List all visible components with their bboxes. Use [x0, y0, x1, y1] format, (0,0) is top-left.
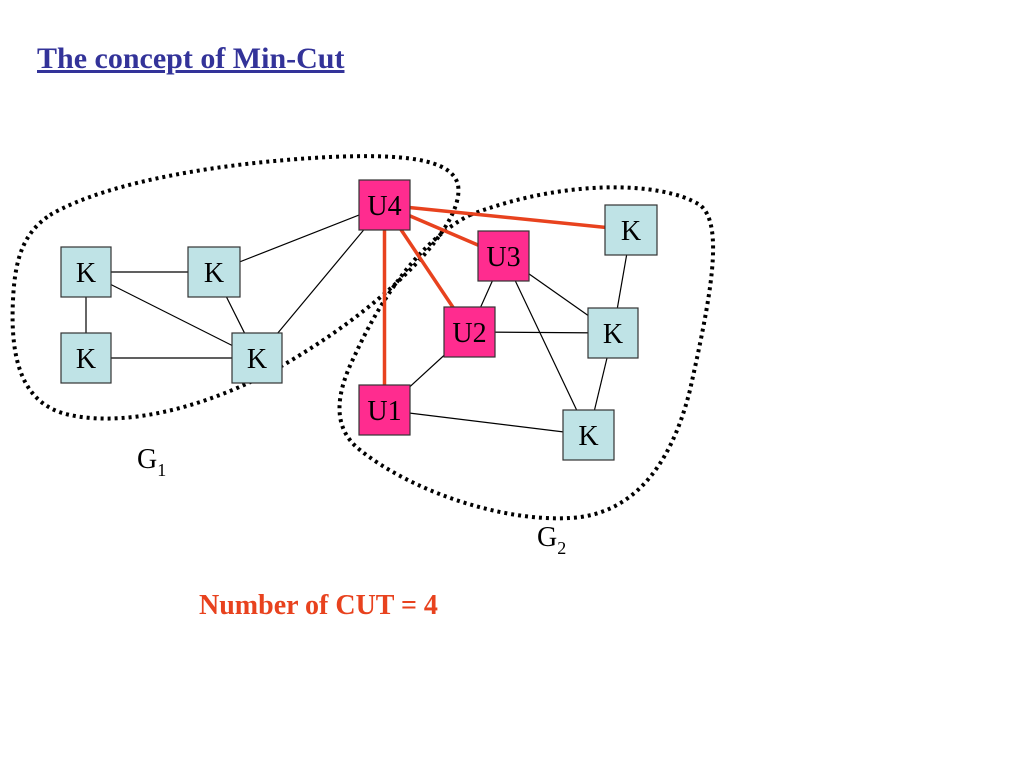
node-box-k4 — [231, 332, 283, 384]
node-k4: K — [231, 332, 283, 384]
group-g1-subscript: 1 — [157, 460, 166, 480]
node-label-k1: K — [76, 258, 96, 289]
node-k1: K — [60, 246, 112, 298]
node-box-k7 — [562, 409, 615, 461]
group-g1-letter: G — [137, 444, 157, 475]
node-box-k1 — [60, 246, 112, 298]
node-box-u3 — [477, 230, 530, 282]
edge-u3-k7 — [502, 255, 590, 436]
node-box-k5 — [604, 204, 658, 256]
group-g1-boundary — [10, 154, 461, 421]
partition-boundaries: G1 G2 — [10, 154, 716, 558]
group-g2-letter: G — [537, 522, 557, 553]
node-k7: K — [562, 409, 615, 461]
node-label-u1: U1 — [367, 396, 401, 427]
edge-k1-k4 — [85, 271, 258, 359]
node-k2: K — [187, 246, 241, 298]
group-g2-boundary — [337, 185, 716, 521]
cut-count-caption: Number of CUT = 4 — [199, 590, 438, 621]
node-u4: U4 — [358, 179, 411, 231]
edge-u1-k7 — [384, 409, 589, 436]
node-k6: K — [587, 307, 639, 359]
node-u1: U1 — [358, 384, 411, 436]
cut-edge-u4-k5 — [384, 203, 632, 232]
node-label-u3: U3 — [486, 242, 520, 273]
node-k5: K — [604, 204, 658, 256]
page-title: The concept of Min-Cut — [37, 42, 345, 75]
node-box-u1 — [358, 384, 411, 436]
group-g2-subscript: 2 — [557, 538, 566, 558]
node-box-k3 — [60, 332, 112, 384]
node-k3: K — [60, 332, 112, 384]
node-label-k6: K — [603, 319, 623, 350]
node-u3: U3 — [477, 230, 530, 282]
node-u2: U2 — [443, 306, 496, 358]
node-label-u2: U2 — [452, 318, 486, 349]
node-box-k6 — [587, 307, 639, 359]
node-label-u4: U4 — [367, 191, 401, 222]
edge-k2-u4 — [213, 204, 385, 273]
node-label-k7: K — [578, 421, 598, 452]
group-label-g1: G1 — [137, 444, 166, 480]
node-label-k2: K — [204, 258, 224, 289]
node-label-k5: K — [621, 216, 641, 247]
node-box-u2 — [443, 306, 496, 358]
node-box-k2 — [187, 246, 241, 298]
group-label-g2: G2 — [537, 522, 566, 558]
node-box-u4 — [358, 179, 411, 231]
node-label-k4: K — [247, 344, 267, 375]
node-label-k3: K — [76, 344, 96, 375]
